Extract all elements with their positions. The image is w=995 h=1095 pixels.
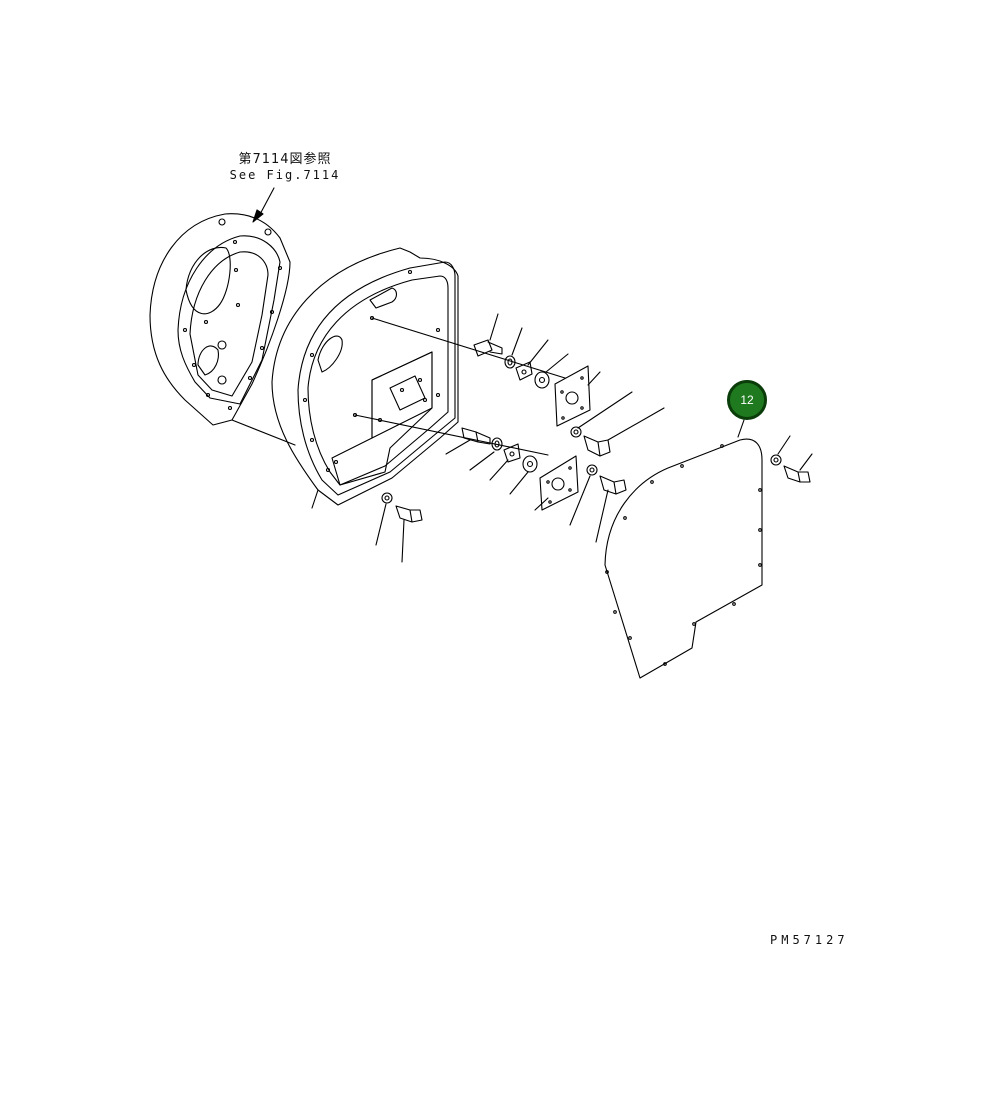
upper-fastener-group xyxy=(473,313,665,457)
center-housing xyxy=(271,247,566,509)
reference-arrow xyxy=(252,187,275,223)
drawing-code: PM57127 xyxy=(770,933,849,947)
reference-note-english: See Fig.7114 xyxy=(229,168,341,182)
cover-plate xyxy=(604,419,763,679)
middle-fastener-group xyxy=(445,427,627,543)
callout-part-12[interactable]: 12 xyxy=(727,380,767,420)
lower-fastener-group xyxy=(375,492,423,563)
left-housing xyxy=(149,213,296,446)
reference-note-japanese: 第7114図参照 xyxy=(238,152,332,167)
right-fastener-group xyxy=(770,435,813,483)
